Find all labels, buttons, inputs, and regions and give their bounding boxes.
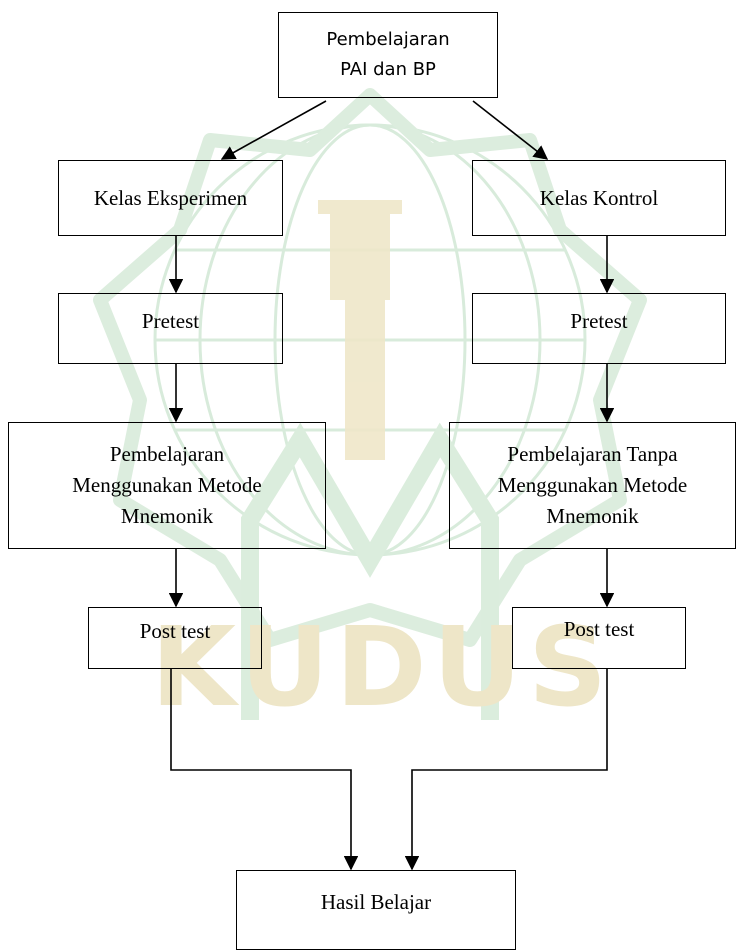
watermark-star-icon [93, 88, 647, 647]
arrow-posttest-right-to-result [404, 669, 608, 871]
method-right-label: Pembelajaran Tanpa Menggunakan Metode Mn… [497, 442, 688, 528]
control-class-label: Kelas Kontrol [539, 185, 659, 210]
method-left-label: Pembelajaran Menggunakan Metode Mnemonik [72, 442, 262, 528]
pretest-left-label: Pretest [141, 309, 200, 333]
arrow-start-to-control [472, 100, 549, 160]
pretest-right-node: Pretest [472, 293, 726, 364]
experiment-class-node: Kelas Eksperimen [58, 160, 283, 236]
pretest-right-label: Pretest [570, 309, 628, 333]
arrow-posttest-left-to-result [170, 669, 359, 871]
start-node-label: Pembelajaran PAI dan BP [326, 29, 450, 80]
result-label: Hasil Belajar [320, 890, 432, 914]
posttest-right-label: Post test [563, 617, 635, 641]
experiment-class-label: Kelas Eksperimen [93, 185, 248, 210]
watermark-text: KUDUS [151, 603, 613, 731]
posttest-right-node: Post test [512, 607, 686, 669]
posttest-left-node: Post test [88, 607, 262, 669]
start-node: Pembelajaran PAI dan BP [278, 12, 498, 98]
arrow-start-to-experiment [220, 100, 327, 160]
pretest-left-node: Pretest [58, 293, 283, 364]
method-left-node: Pembelajaran Menggunakan Metode Mnemonik [8, 422, 326, 549]
control-class-node: Kelas Kontrol [472, 160, 726, 236]
result-node: Hasil Belajar [236, 870, 516, 950]
method-right-node: Pembelajaran Tanpa Menggunakan Metode Mn… [449, 422, 736, 549]
posttest-left-label: Post test [139, 619, 211, 643]
